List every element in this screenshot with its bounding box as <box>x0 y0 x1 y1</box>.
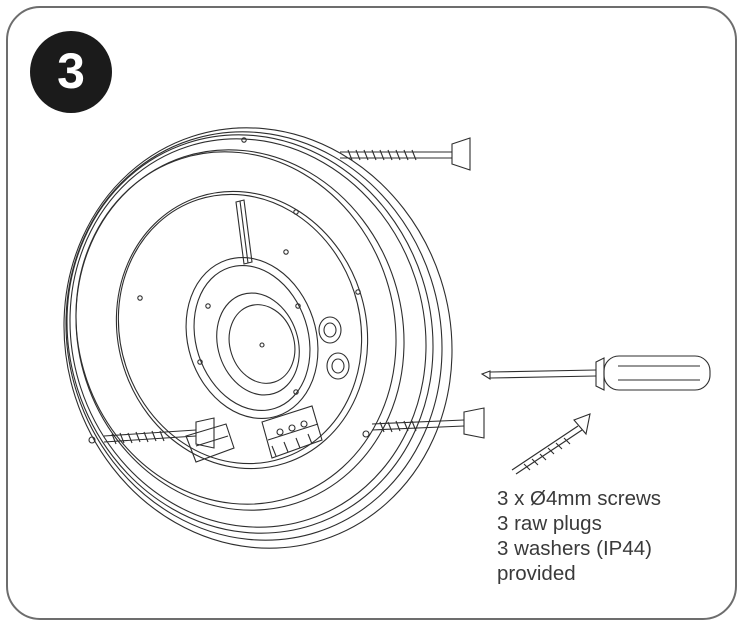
caption-line-provided: provided <box>497 562 576 585</box>
wall-screw <box>103 417 215 449</box>
cable-grommets <box>318 316 350 380</box>
caption-line-washers: 3 washers (IP44) <box>497 537 652 560</box>
screwdriver <box>480 355 711 391</box>
ceiling-fixture-base <box>63 127 453 549</box>
caption-line-screws: 3 x Ø4mm screws <box>497 487 662 510</box>
terminal-block <box>261 405 323 459</box>
wall-screw <box>371 407 485 439</box>
step-number-badge: 3 <box>30 31 112 113</box>
loose-screw <box>511 413 591 475</box>
hardware-caption: 3 x Ø4mm screws 3 raw plugs 3 washers (I… <box>497 486 661 586</box>
wall-screw <box>340 137 471 171</box>
caption-line-plugs: 3 raw plugs <box>497 512 602 535</box>
step-panel-frame <box>6 6 737 620</box>
step-number: 3 <box>57 43 85 99</box>
